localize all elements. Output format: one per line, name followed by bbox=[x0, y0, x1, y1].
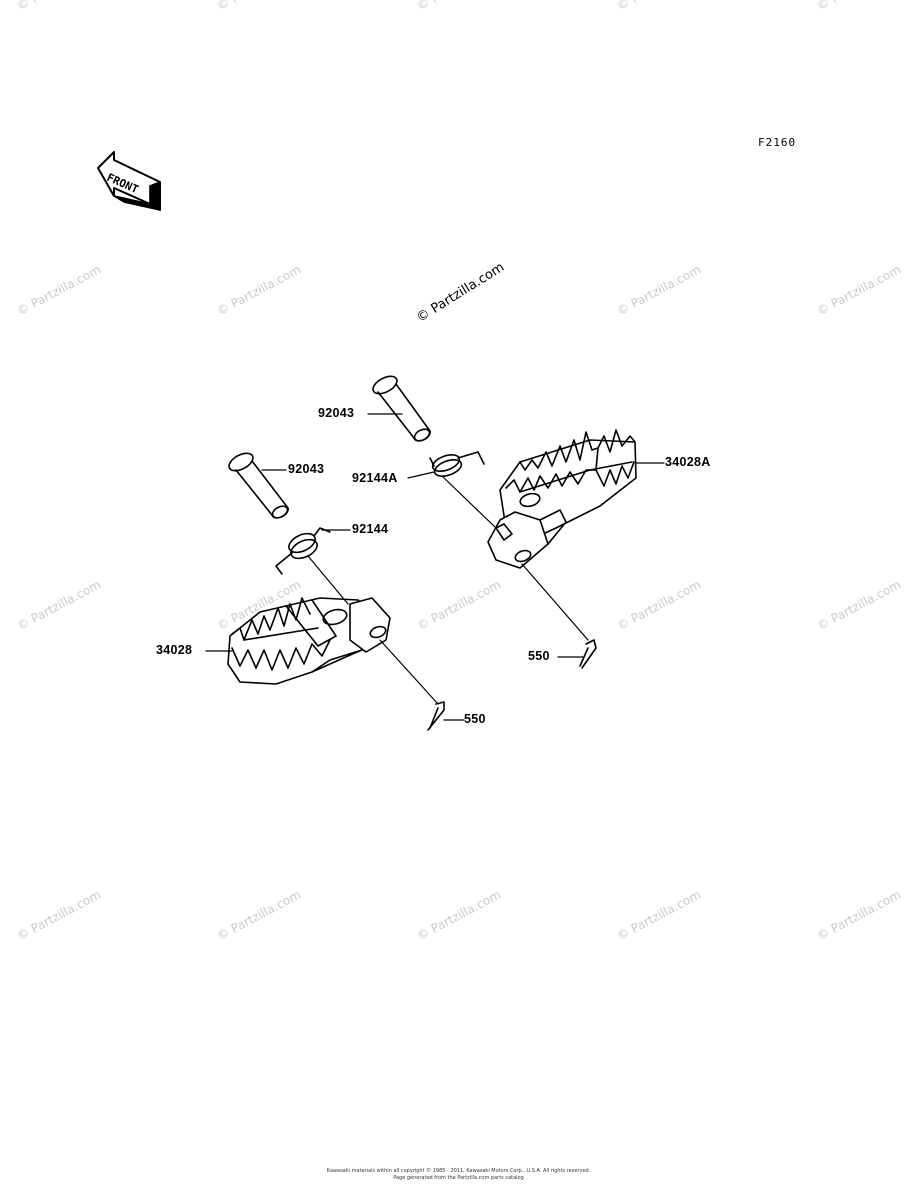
callout-pin-upper: 92043 bbox=[318, 406, 355, 420]
callout-spring-a: 92144A bbox=[352, 471, 398, 485]
callout-cotter-right: 550 bbox=[528, 649, 550, 663]
callout-pin-lower: 92043 bbox=[288, 462, 325, 476]
copyright-line-1: Kawasaki materials within all copyright … bbox=[326, 1168, 591, 1174]
cotter-pin-left bbox=[427, 701, 445, 731]
callout-footpeg: 34028 bbox=[156, 643, 193, 657]
copyright-line-2: Page generated from the Partzilla.com pa… bbox=[393, 1175, 524, 1181]
footpeg bbox=[227, 597, 391, 685]
spring bbox=[275, 527, 331, 575]
front-arrow-icon: FRONT bbox=[97, 151, 161, 211]
pin-upper bbox=[372, 375, 431, 442]
footpeg-a bbox=[487, 429, 637, 569]
pin-lower bbox=[228, 452, 289, 519]
cotter-pin-right bbox=[579, 639, 597, 669]
callout-spring: 92144 bbox=[352, 522, 389, 536]
spring-a bbox=[429, 451, 485, 477]
leader-lines bbox=[205, 413, 665, 721]
figure-code: F2160 bbox=[758, 136, 797, 149]
callout-footpeg-a: 34028A bbox=[665, 455, 711, 469]
callout-cotter-left: 550 bbox=[464, 712, 486, 726]
